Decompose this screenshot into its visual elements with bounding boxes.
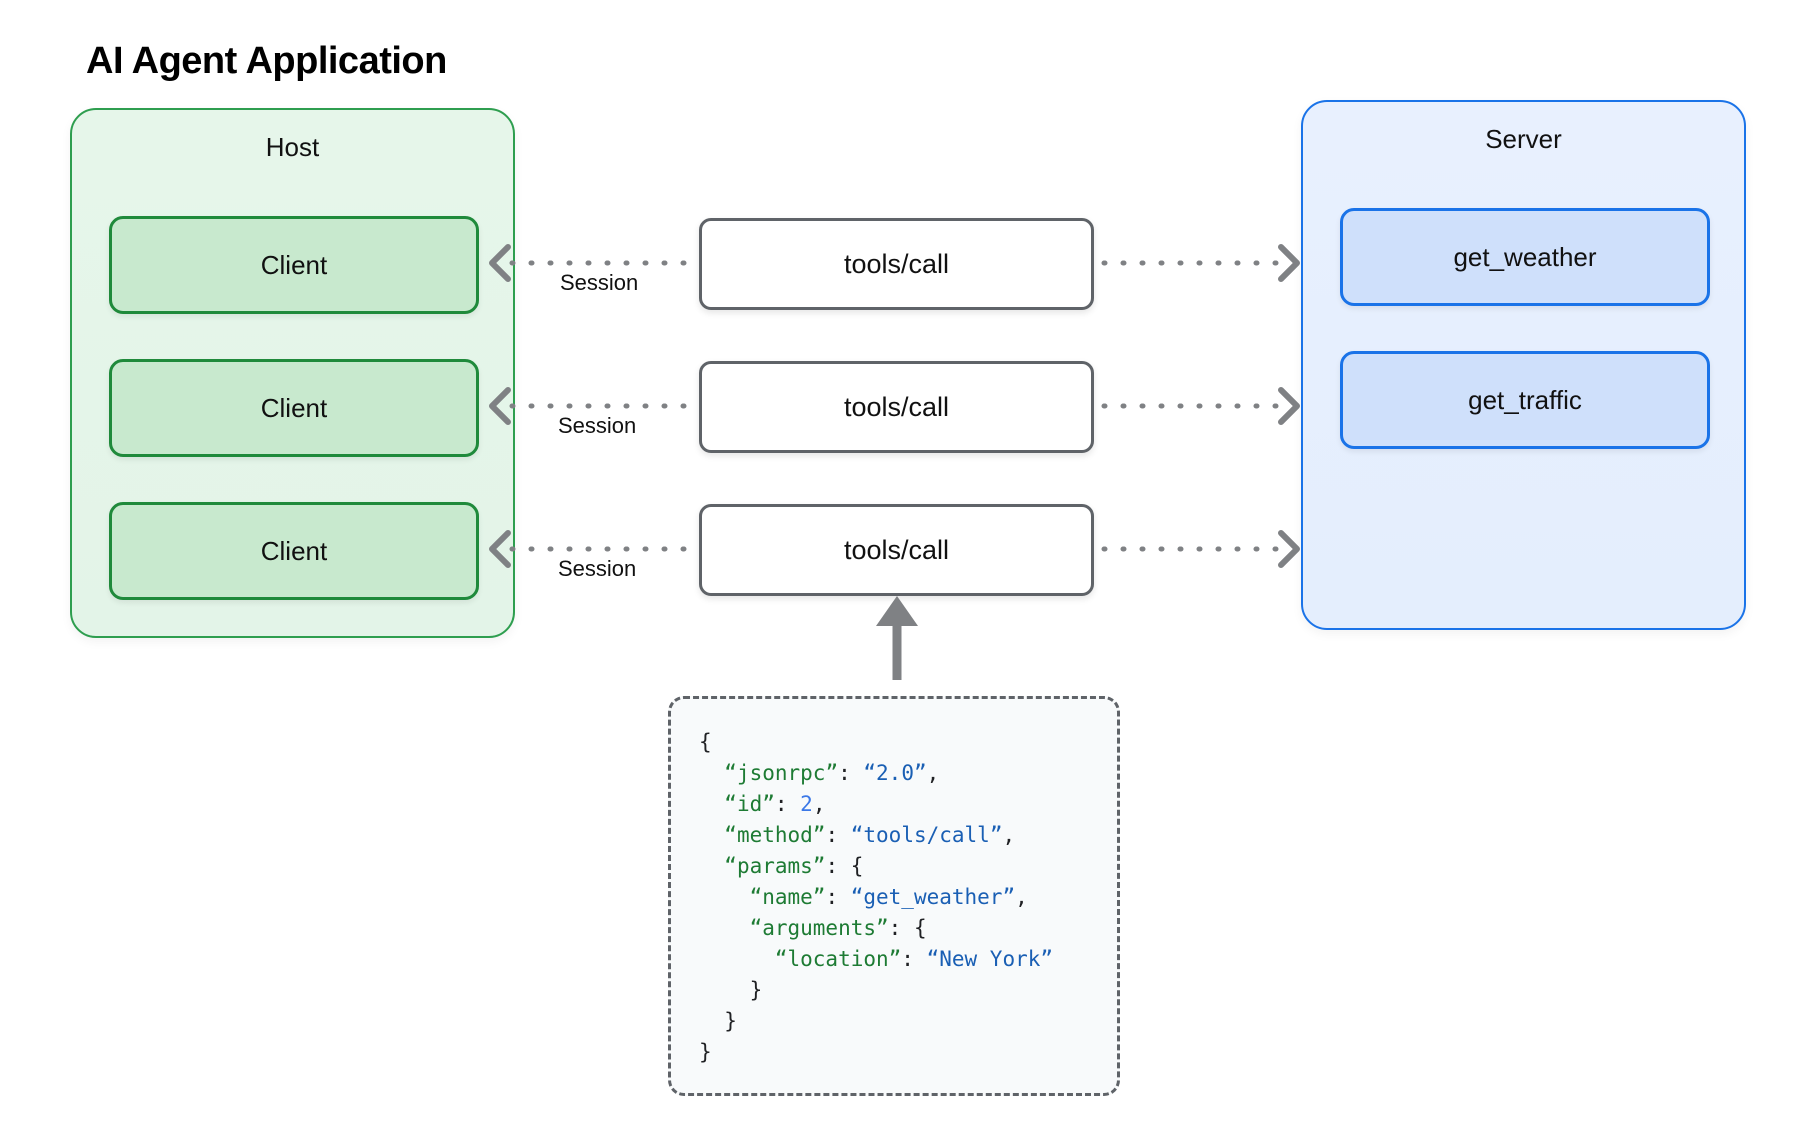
tools-call-box-1[interactable]: tools/call: [699, 218, 1094, 310]
session-label-1: Session: [560, 270, 639, 295]
json-token-str: “tools/call”: [850, 823, 1003, 847]
json-token-key: “jsonrpc”: [724, 761, 839, 785]
json-token-key: “id”: [724, 792, 775, 816]
server-label: Server: [1485, 124, 1562, 154]
json-token-punct: }: [699, 1040, 712, 1064]
tools-call-box-3[interactable]: tools/call: [699, 504, 1094, 596]
json-token-num: 2: [800, 792, 813, 816]
json-line: }: [699, 1040, 712, 1064]
json-token-key: “name”: [749, 885, 826, 909]
session-label-3: Session: [558, 556, 637, 581]
json-line: “method”: “tools/call”,: [699, 823, 1015, 847]
client-box-1[interactable]: Client: [109, 216, 479, 314]
json-line: }: [699, 978, 763, 1002]
client-label-1: Client: [260, 249, 328, 280]
tool-box-get-weather[interactable]: get_weather: [1340, 208, 1710, 306]
arrowhead-right-2: [1278, 387, 1300, 425]
json-payload-code: { “jsonrpc”: “2.0”, “id”: 2, “method”: “…: [699, 727, 1117, 1068]
json-token-punct: :: [825, 823, 851, 847]
json-token-punct: :: [825, 885, 851, 909]
json-token-key: “arguments”: [749, 916, 889, 940]
json-token-punct: }: [749, 978, 763, 1002]
json-token-key: “method”: [724, 823, 826, 847]
tool-label-get-weather: get_weather: [1453, 241, 1597, 272]
client-box-2[interactable]: Client: [109, 359, 479, 457]
json-line: “arguments”: {: [699, 916, 927, 940]
json-token-punct: }: [724, 1009, 737, 1033]
json-token-punct: ,: [926, 761, 940, 785]
json-token-punct: : {: [888, 916, 927, 940]
tool-label-get-traffic: get_traffic: [1468, 384, 1582, 415]
json-to-message-arrow: [876, 596, 918, 680]
json-token-str: “2.0”: [863, 761, 927, 785]
arrowhead-right-3: [1278, 530, 1300, 568]
tools-call-label-3: tools/call: [843, 534, 950, 565]
json-token-str: “get_weather”: [850, 885, 1016, 909]
json-payload-panel: { “jsonrpc”: “2.0”, “id”: 2, “method”: “…: [668, 696, 1120, 1096]
page-title: AI Agent Application: [86, 40, 447, 82]
tools-call-box-2[interactable]: tools/call: [699, 361, 1094, 453]
json-token-key: “location”: [774, 947, 902, 971]
json-token-key: “params”: [724, 854, 826, 878]
json-token-punct: :: [838, 761, 864, 785]
json-token-str: “New York”: [926, 947, 1054, 971]
json-token-punct: ,: [1002, 823, 1016, 847]
arrowhead-right-1: [1278, 244, 1300, 282]
json-line: “params”: {: [699, 854, 863, 878]
json-line: “id”: 2,: [699, 792, 825, 816]
json-line: “jsonrpc”: “2.0”,: [699, 761, 939, 785]
json-token-punct: ,: [812, 792, 826, 816]
tools-call-label-1: tools/call: [843, 248, 950, 279]
json-line: {: [699, 730, 712, 754]
client-label-2: Client: [260, 392, 328, 423]
host-panel: Host Client Client Client: [70, 108, 515, 638]
json-line: “name”: “get_weather”,: [699, 885, 1028, 909]
tool-box-get-traffic[interactable]: get_traffic: [1340, 351, 1710, 449]
json-line: }: [699, 1009, 737, 1033]
json-token-punct: : {: [825, 854, 864, 878]
json-line: “location”: “New York”: [699, 947, 1053, 971]
session-label-2: Session: [558, 413, 637, 438]
client-label-3: Client: [260, 535, 328, 566]
json-token-punct: :: [774, 792, 801, 816]
json-token-punct: :: [901, 947, 927, 971]
json-token-punct: ,: [1015, 885, 1028, 909]
host-label: Host: [265, 132, 320, 162]
server-panel: Server get_weather get_traffic: [1301, 100, 1746, 630]
json-token-punct: {: [699, 730, 712, 754]
client-box-3[interactable]: Client: [109, 502, 479, 600]
tools-call-label-2: tools/call: [843, 391, 950, 422]
